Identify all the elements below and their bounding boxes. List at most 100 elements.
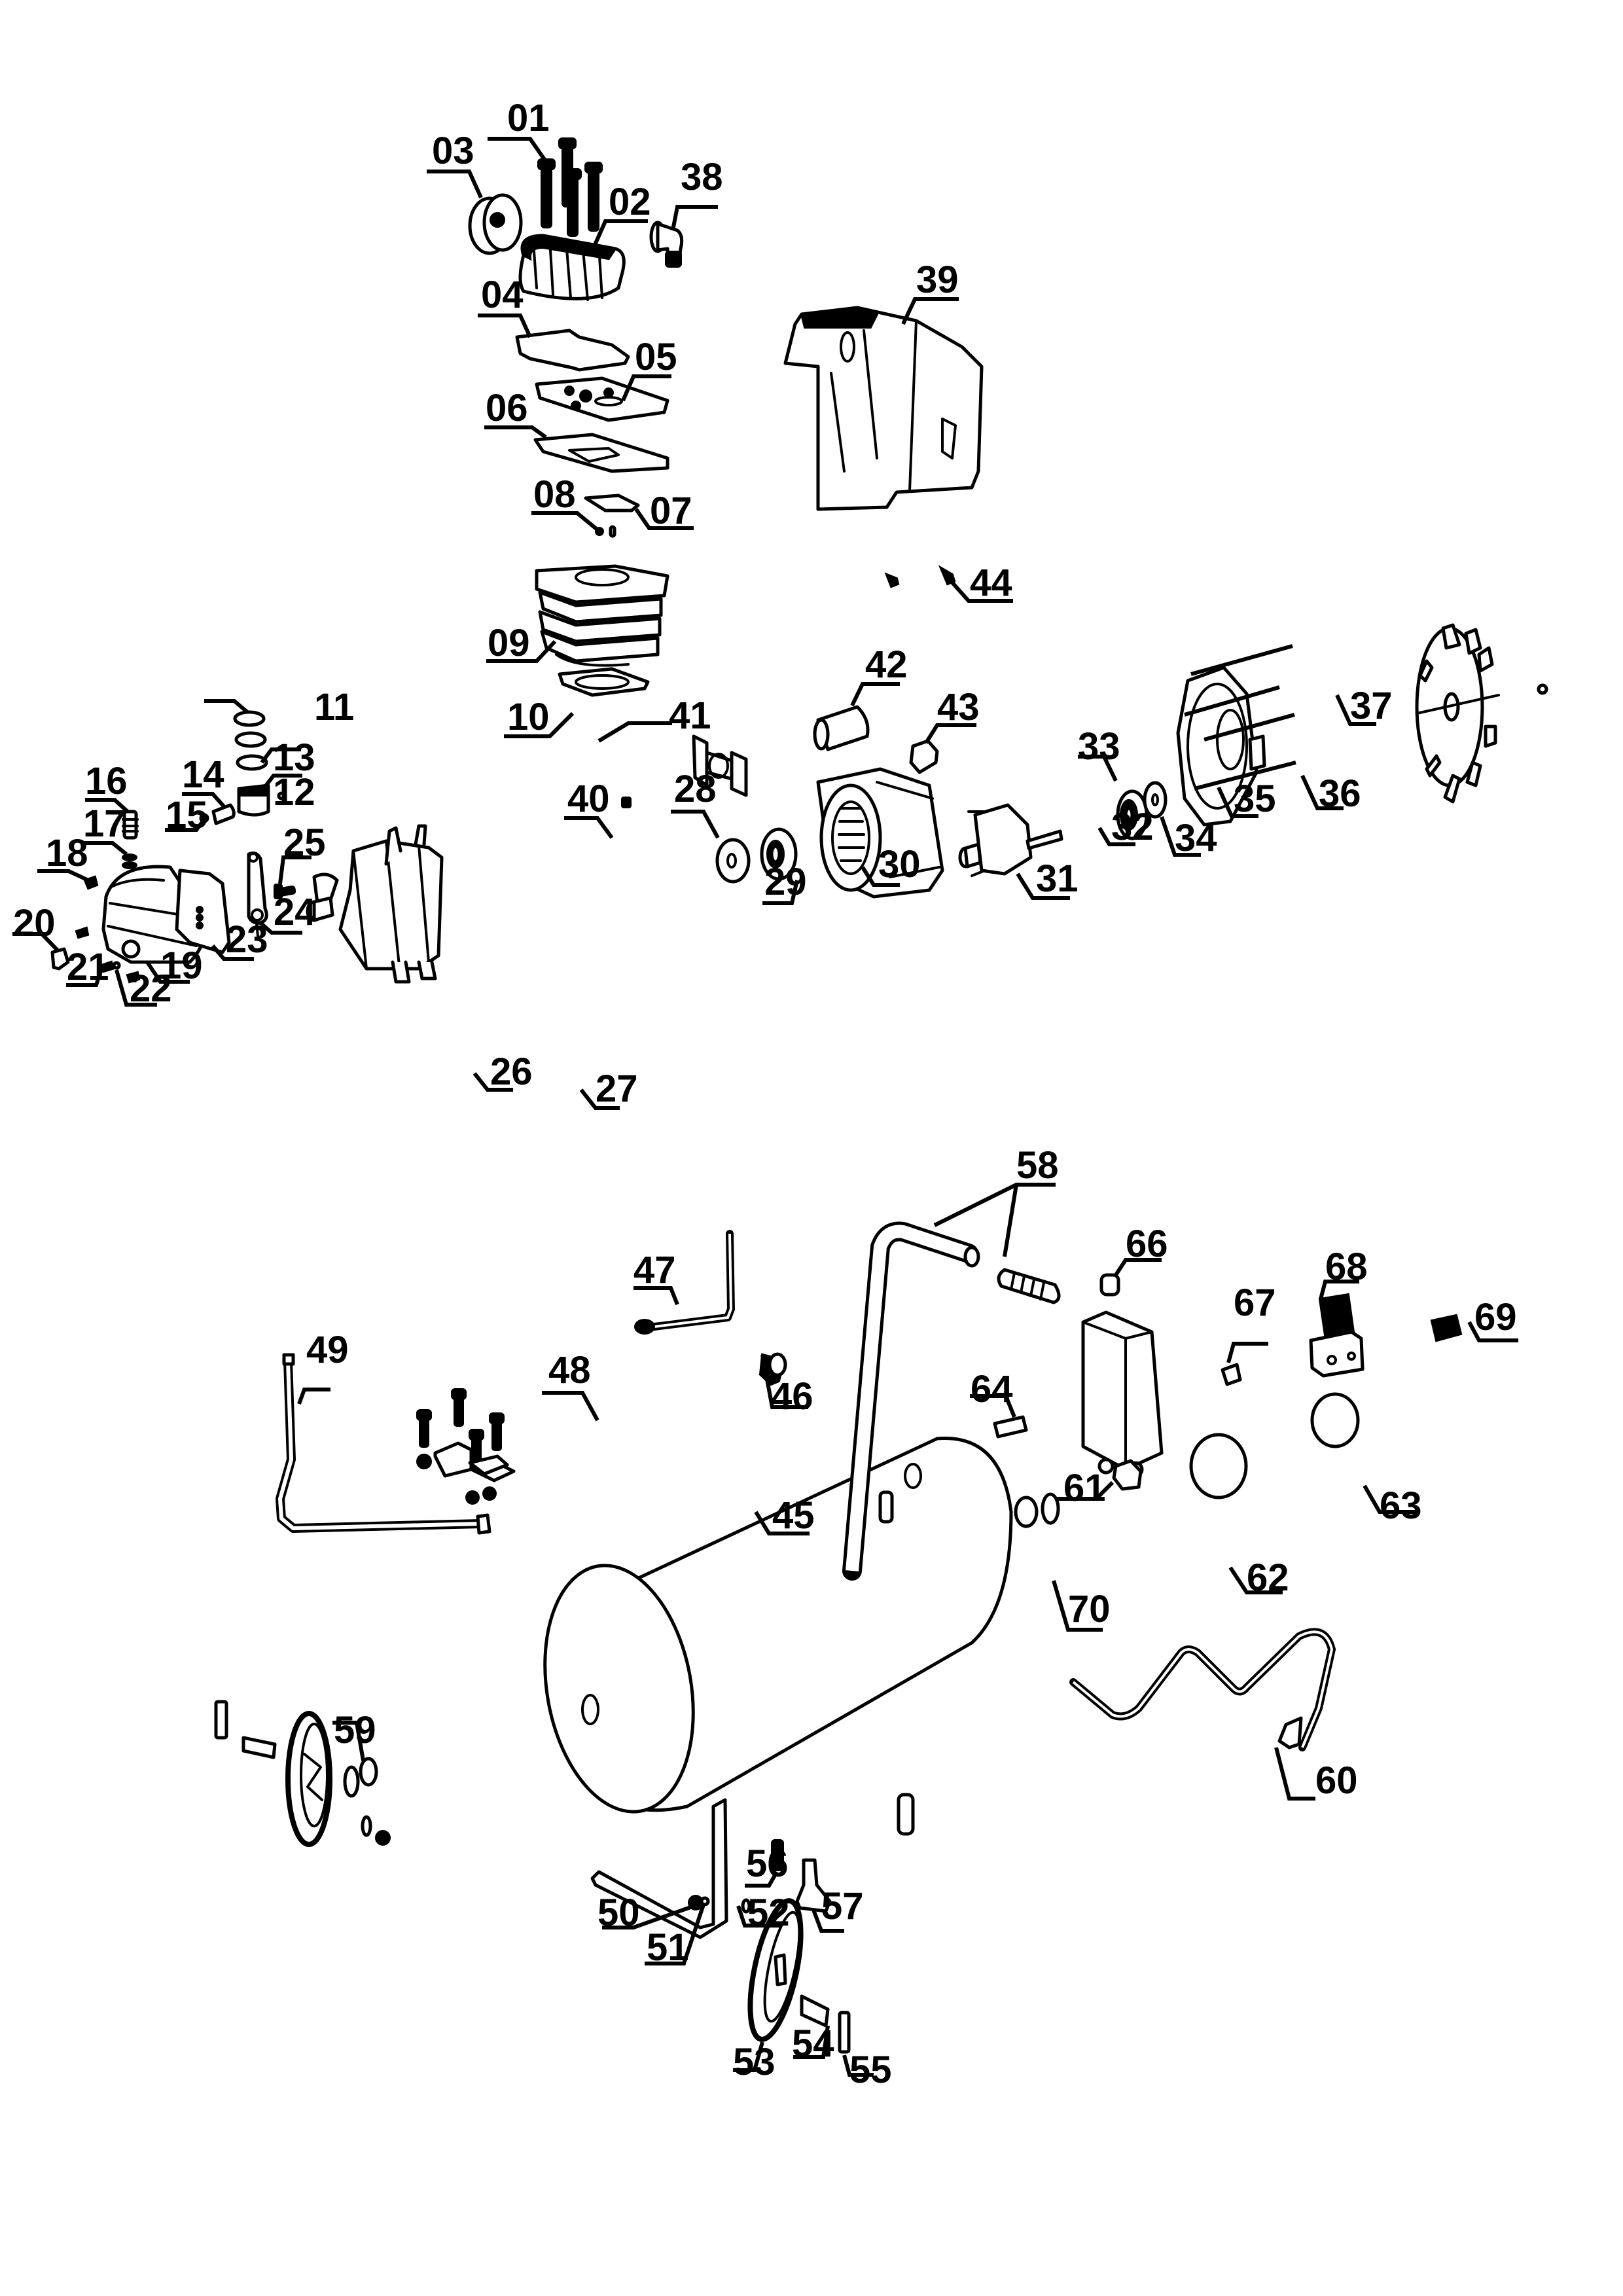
- part-03-air-filter: [468, 193, 523, 255]
- callout-38: 38: [671, 156, 723, 231]
- part-nut-left: [375, 1830, 391, 1846]
- label-38: 38: [681, 156, 723, 198]
- callout-55: 55: [842, 2049, 892, 2091]
- callout-03: 03: [427, 130, 483, 199]
- label-01: 01: [507, 97, 550, 139]
- label-35: 35: [1234, 778, 1276, 820]
- callout-27: 27: [579, 1067, 638, 1110]
- part-70-plug: [1014, 1496, 1039, 1528]
- part-54-axle-right: [800, 1994, 830, 2028]
- label-10: 10: [507, 696, 550, 738]
- callout-60: 60: [1274, 1747, 1358, 1802]
- label-34: 34: [1175, 817, 1217, 859]
- callout-63: 63: [1363, 1484, 1422, 1527]
- part-30-stator: [816, 767, 944, 899]
- callout-64: 64: [970, 1368, 1016, 1418]
- part-61-nut: [1112, 1459, 1143, 1491]
- callout-06: 06: [484, 387, 547, 439]
- label-55: 55: [849, 2049, 892, 2091]
- part-34-end-cover: [1176, 666, 1266, 827]
- callout-48: 48: [542, 1349, 599, 1422]
- callout-32: 32: [1097, 806, 1154, 848]
- label-29: 29: [764, 861, 807, 903]
- label-31: 31: [1036, 857, 1079, 900]
- part-53-wheel-left: [285, 1711, 332, 1847]
- part-68-regulator: [1309, 1293, 1364, 1378]
- part-27-crankcase: [338, 824, 444, 984]
- label-67: 67: [1234, 1282, 1276, 1324]
- part-08-pins: [595, 525, 616, 538]
- callout-30: 30: [861, 843, 921, 887]
- part-58-handle: [842, 1221, 980, 1581]
- callout-40: 40: [564, 778, 614, 839]
- part-55-cap-left: [214, 1700, 228, 1740]
- label-53: 53: [733, 2041, 776, 2083]
- callout-18: 18: [37, 832, 90, 882]
- callout-51: 51: [645, 1904, 705, 1969]
- callout-58: 58: [933, 1144, 1059, 1257]
- callout-53: 53: [733, 2041, 776, 2083]
- label-63: 63: [1380, 1484, 1422, 1527]
- part-57-rubber-foot: [795, 1858, 832, 1913]
- callout-11: 11: [204, 686, 354, 728]
- label-41: 41: [669, 694, 711, 737]
- part-20-oil-plug: [50, 947, 70, 971]
- part-47-nut: [634, 1319, 655, 1335]
- label-06: 06: [486, 387, 528, 429]
- callout-69: 69: [1467, 1296, 1518, 1342]
- label-40: 40: [567, 778, 610, 820]
- label-42: 42: [865, 643, 908, 686]
- callout-19: 19: [145, 944, 203, 987]
- callout-25: 25: [278, 821, 326, 884]
- part-19-screw-lower: [126, 971, 141, 984]
- label-44: 44: [970, 562, 1012, 604]
- label-64: 64: [971, 1368, 1013, 1410]
- label-32: 32: [1111, 806, 1154, 848]
- label-26: 26: [490, 1050, 533, 1093]
- part-washer-small: [361, 1815, 372, 1837]
- label-13: 13: [273, 736, 315, 779]
- callout-44: 44: [950, 562, 1013, 604]
- label-39: 39: [916, 259, 959, 301]
- part-12-piston-ring-a: [234, 731, 267, 748]
- callout-43: 43: [924, 686, 980, 744]
- part-23-gasket: [175, 869, 231, 954]
- part-38-elbow-fitting: [649, 221, 684, 268]
- part-62-gauge: [1189, 1433, 1248, 1499]
- callout-16: 16: [85, 760, 130, 814]
- part-42-capacitor: [813, 705, 870, 751]
- callout-08: 08: [531, 473, 600, 533]
- part-55-cap-right: [838, 2011, 851, 2054]
- part-43-thermal-switch: [909, 739, 939, 774]
- label-28: 28: [674, 768, 717, 810]
- part-63-gauge: [1310, 1392, 1360, 1448]
- callout-49: 49: [297, 1329, 349, 1405]
- callout-13: 13: [263, 736, 315, 788]
- part-28-washer: [715, 838, 751, 884]
- label-61: 61: [1063, 1467, 1106, 1509]
- part-13-piston: [237, 783, 270, 817]
- part-60-power-cord: [1069, 1628, 1336, 1751]
- callout-45: 45: [754, 1494, 815, 1537]
- part-64-safety-valve: [993, 1415, 1028, 1439]
- label-12: 12: [273, 771, 315, 814]
- label-24: 24: [274, 891, 316, 933]
- part-49-outlet-pipe-inner: [278, 1359, 483, 1530]
- part-48-bolts: [416, 1388, 505, 1467]
- part-69-coupling: [1430, 1314, 1463, 1342]
- part-58-grip: [997, 1268, 1061, 1304]
- callout-37: 37: [1335, 685, 1393, 727]
- label-07: 07: [650, 490, 692, 532]
- part-washer-left: [343, 1765, 360, 1798]
- part-37-circlip: [1537, 683, 1548, 695]
- label-69: 69: [1474, 1296, 1517, 1338]
- part-40-nut: [621, 797, 632, 808]
- part-31-rotor: [958, 803, 1063, 877]
- label-21: 21: [67, 946, 109, 988]
- part-13-circlip: [277, 791, 286, 800]
- label-20: 20: [13, 902, 56, 944]
- label-03: 03: [432, 130, 474, 172]
- part-26-crank: [306, 872, 339, 922]
- callout-17: 17: [83, 802, 128, 856]
